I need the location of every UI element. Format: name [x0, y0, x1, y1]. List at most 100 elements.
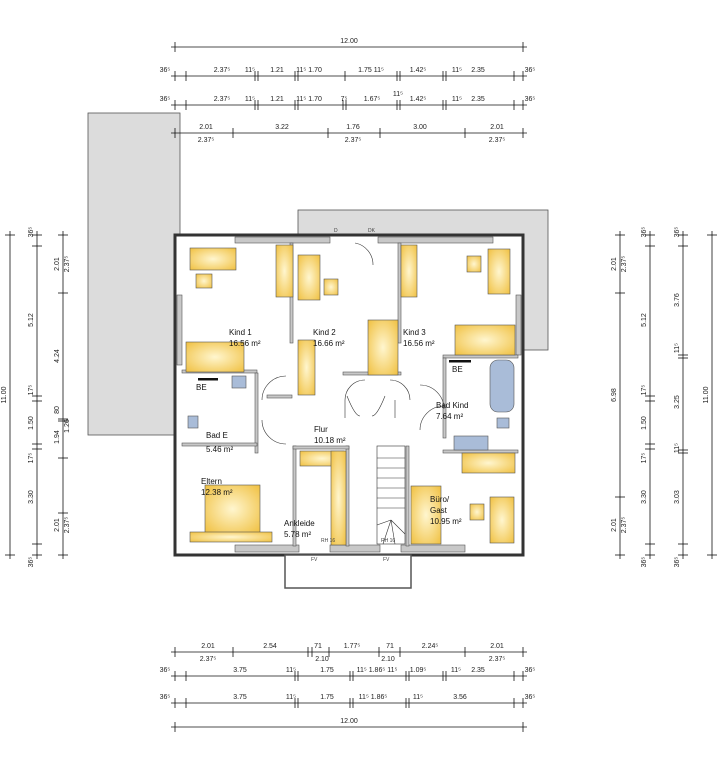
dimension-label: 11⁵ 1.70: [296, 67, 322, 74]
be-label: BE: [452, 365, 463, 374]
room-name-bad-e: Bad E: [206, 431, 228, 440]
dimension-label: 1.26: [64, 419, 71, 433]
room-name-eltern: Eltern: [201, 477, 222, 486]
dimension-label: 2.35: [471, 96, 485, 103]
dimension-label: 36⁵: [160, 96, 171, 103]
dimension-label: 2.37⁵: [64, 517, 71, 534]
dimension-label: 2.01: [490, 643, 504, 650]
dimension-label: 5.12: [28, 313, 35, 327]
dimension-label: 1.42⁵: [410, 96, 427, 103]
chair: [466, 255, 482, 273]
dimension-label: 36⁵: [28, 557, 35, 568]
dimension-label: 3.25: [674, 395, 681, 409]
dimension-label: 2.01: [611, 257, 618, 271]
dimension-label: 5.12: [641, 313, 648, 327]
dimension-label: 3.56: [453, 694, 467, 701]
dimension-label: 2.01: [54, 257, 61, 271]
room-area-kind1: 16.56 m²: [229, 339, 261, 348]
washbasin: [231, 375, 247, 389]
dimension-label: 11⁵: [393, 91, 403, 98]
dimension-label: 36⁵: [160, 67, 171, 74]
be-marker-bar: [198, 378, 218, 381]
furniture: [185, 244, 516, 546]
toilet: [496, 417, 510, 429]
dimension-label: 11⁵: [286, 694, 296, 701]
room-name-flur: Flur: [314, 425, 328, 434]
dimension-label: 11⁵ 1.86⁵: [359, 694, 388, 701]
dimension-label: 36⁵: [525, 96, 536, 103]
be-marker-bar: [449, 360, 471, 363]
dimension-label: 2.37⁵: [214, 67, 231, 74]
dimension-label: 12.00: [340, 38, 358, 45]
room-name-ankleide: Ankleide: [284, 519, 315, 528]
dimension-label: 3.75: [233, 694, 247, 701]
dimension-label: 2.37⁵: [621, 256, 628, 273]
dimension-label: 2.01: [490, 124, 504, 131]
dimension-label: 36⁵: [525, 694, 536, 701]
room-area-bad-e: 5.46 m²: [206, 445, 233, 454]
dimension-label: 1.75: [320, 667, 334, 674]
dimension-label: 11⁵ 1.86⁵ 11⁵: [357, 667, 398, 674]
roof-left: [87, 112, 181, 436]
dimension-label: 2.01: [54, 518, 61, 532]
chair: [195, 273, 213, 289]
dimension-label: 2.10: [381, 656, 395, 663]
bathtub: [489, 359, 515, 413]
dimension-label: 11⁵: [413, 694, 423, 701]
stairs: [376, 445, 406, 545]
room-area-flur: 10.18 m²: [314, 436, 346, 445]
dimension-label: 1.75: [320, 694, 334, 701]
dimension-label: 2.01: [201, 643, 215, 650]
dimension-label: 2.37⁵: [489, 137, 506, 144]
dimension-label: 3.22: [275, 124, 289, 131]
dimension-label: 2.37⁵: [198, 137, 215, 144]
dimension-label: 7⁵: [341, 96, 348, 103]
dimension-label: 71: [314, 643, 322, 650]
dk-marker: DK: [368, 228, 376, 234]
dimension-label: 11⁵: [245, 96, 255, 103]
dimension-label: 1.94: [54, 430, 61, 444]
room-area-kind2: 16.66 m²: [313, 339, 345, 348]
dimension-label: 6.98: [611, 388, 618, 402]
dimension-label: 3.76: [674, 293, 681, 307]
dimension-label: 36⁵: [641, 557, 648, 568]
dimension-label: 2.37⁵: [345, 137, 362, 144]
wardrobe: [330, 450, 347, 546]
dimension-label: 1.67⁵: [364, 96, 381, 103]
dimension-label: 3.03: [674, 490, 681, 504]
dimension-label: 4.24: [54, 349, 61, 363]
balcony: [284, 554, 412, 589]
dimension-label: 11⁵: [674, 343, 681, 353]
desk: [189, 247, 237, 271]
dimension-label: 2.10: [315, 656, 329, 663]
room-area-buero-gast: 10.95 m²: [430, 517, 462, 526]
toilet: [187, 415, 199, 429]
dimension-label: 2.37⁵: [214, 96, 231, 103]
dimension-label: 1.77⁵: [344, 643, 361, 650]
fv-marker: FV: [311, 557, 318, 563]
dimension-label: 11.00: [703, 386, 710, 403]
dimension-label: 2.37⁵: [621, 517, 628, 534]
dimension-label: 11⁵: [451, 667, 461, 674]
bed: [410, 485, 442, 545]
room-area-bad-kind: 7.64 m²: [436, 412, 463, 421]
rh-marker: RH 16: [321, 538, 335, 544]
dimension-label: 17⁵: [28, 385, 35, 396]
dimension-label: 36⁵: [160, 694, 171, 701]
dimension-label: 1.75 11⁵: [358, 67, 384, 74]
dimension-label: 1.50: [641, 416, 648, 430]
sanitary: [187, 359, 515, 451]
dimension-label: 1.21: [270, 96, 284, 103]
dimension-label: 2.01: [611, 518, 618, 532]
washbasin: [453, 435, 489, 451]
room-name-bad-kind: Bad Kind: [436, 401, 468, 410]
dimension-label: 2.37⁵: [64, 256, 71, 273]
rh-marker: RH 16: [381, 538, 395, 544]
dimension-label: 3.30: [28, 490, 35, 504]
dimension-label: 1.09⁵: [410, 667, 427, 674]
fv-marker: FV: [383, 557, 390, 563]
bed: [204, 484, 261, 534]
doors: [261, 242, 445, 445]
